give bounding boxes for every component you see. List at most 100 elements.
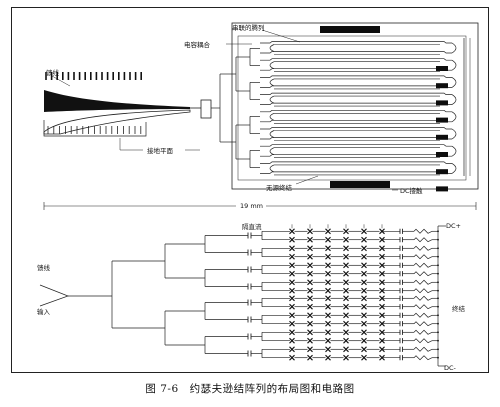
josephson-junction <box>343 279 349 286</box>
junction-loop <box>269 44 275 52</box>
josephson-junction <box>307 270 313 277</box>
termination-pad <box>436 152 448 157</box>
schem-node <box>437 255 439 258</box>
termination-pad <box>436 117 448 123</box>
junction-bend <box>451 128 457 140</box>
josephson-junction <box>379 228 385 235</box>
josephson-junction <box>343 287 349 294</box>
josephson-junction <box>307 303 313 310</box>
josephson-junction <box>289 236 295 243</box>
schem-term-resistor <box>413 271 433 277</box>
junction-strip <box>260 144 452 147</box>
schem-term-resistor <box>413 237 433 243</box>
schem-term-resistor <box>413 338 433 344</box>
josephson-junction <box>361 236 367 243</box>
josephson-junction <box>289 312 295 319</box>
josephson-junction <box>361 287 367 294</box>
josephson-junction <box>361 279 367 286</box>
schem-term-resistor <box>413 329 433 335</box>
ground-plane-outline <box>43 109 191 135</box>
feed-line-taper <box>44 78 190 112</box>
josephson-junction <box>325 312 331 319</box>
josephson-junction <box>289 346 295 353</box>
josephson-junction <box>325 337 331 344</box>
junction-strip <box>260 68 452 71</box>
label-passive-termination: 无源终结 <box>266 183 293 192</box>
josephson-junction <box>289 337 295 344</box>
right-pads <box>436 38 471 192</box>
josephson-junction <box>361 270 367 277</box>
input-line-upper <box>39 284 69 307</box>
josephson-junction <box>379 320 385 327</box>
josephson-junction <box>343 262 349 269</box>
josephson-junction <box>343 354 349 361</box>
josephson-junction <box>307 279 313 286</box>
junction-strip <box>260 119 452 123</box>
schem-node <box>437 230 439 233</box>
junction-bend <box>451 59 457 71</box>
leader-series-array <box>261 29 301 43</box>
josephson-junction <box>343 270 349 277</box>
termination-pad <box>436 83 448 89</box>
josephson-junction <box>325 262 331 269</box>
schem-node <box>437 289 439 292</box>
josephson-junction <box>361 303 367 310</box>
chip-outline <box>231 22 479 190</box>
schem-node <box>437 356 439 359</box>
josephson-junction <box>325 228 331 235</box>
josephson-junction <box>343 228 349 235</box>
label-cap-coupling: 电容耦合 <box>184 40 211 49</box>
josephson-junction <box>289 262 295 269</box>
label-dc-contact: DC接触 <box>400 186 423 195</box>
junction-bend <box>451 42 457 54</box>
termination-pad <box>436 186 448 192</box>
label-feed-line: 馈线 <box>46 68 60 77</box>
schem-node <box>437 281 439 284</box>
josephson-junction <box>361 253 367 260</box>
top-pad <box>320 26 380 33</box>
josephson-junction <box>343 320 349 327</box>
junction-bend <box>451 111 457 123</box>
josephson-junction <box>343 245 349 252</box>
josephson-junction <box>307 346 313 353</box>
schem-term-resistor <box>413 295 433 301</box>
junction-strip <box>260 109 452 113</box>
josephson-array-diagram: 串联的腾列 电容耦合 馈线 接地平面 无源终结 DC接触 19 mm 馈线 输入 <box>37 22 479 372</box>
schem-node <box>437 238 439 241</box>
chip-inner-outline <box>237 35 467 181</box>
leader-termination <box>295 175 319 185</box>
label-ground-plane: 接地平面 <box>147 146 174 155</box>
josephson-junction <box>361 329 367 336</box>
josephson-junction <box>289 253 295 260</box>
josephson-junction <box>379 337 385 344</box>
figure-caption: 图 7-6 约瑟夫逊结阵列的布局图和电路图 <box>145 383 355 395</box>
josephson-junction <box>307 354 313 361</box>
josephson-junction <box>289 245 295 252</box>
junction-loop <box>269 61 275 70</box>
josephson-junction <box>307 253 313 260</box>
josephson-junction <box>379 303 385 310</box>
josephson-junction <box>379 329 385 336</box>
josephson-junction <box>343 236 349 243</box>
josephson-junction <box>325 270 331 277</box>
termination-pad <box>436 169 448 175</box>
josephson-junction <box>307 228 313 235</box>
josephson-junction <box>289 287 295 294</box>
josephson-junction <box>379 270 385 277</box>
junction-bend <box>451 163 457 174</box>
josephson-junction <box>307 287 313 294</box>
josephson-junction <box>361 354 367 361</box>
josephson-junction <box>379 236 385 243</box>
junction-strip <box>260 154 452 157</box>
label-dc-plus: DC+ <box>446 222 461 230</box>
josephson-junction <box>343 337 349 344</box>
junction-bend <box>451 145 457 157</box>
josephson-junction <box>361 295 367 302</box>
label-feed-in: 馈线 <box>37 263 51 272</box>
figure-frame <box>11 7 489 373</box>
schem-node <box>437 348 439 351</box>
josephson-junction <box>325 279 331 286</box>
josephson-junction <box>361 228 367 235</box>
schem-term-resistor <box>413 262 433 268</box>
junction-strip <box>260 85 452 88</box>
